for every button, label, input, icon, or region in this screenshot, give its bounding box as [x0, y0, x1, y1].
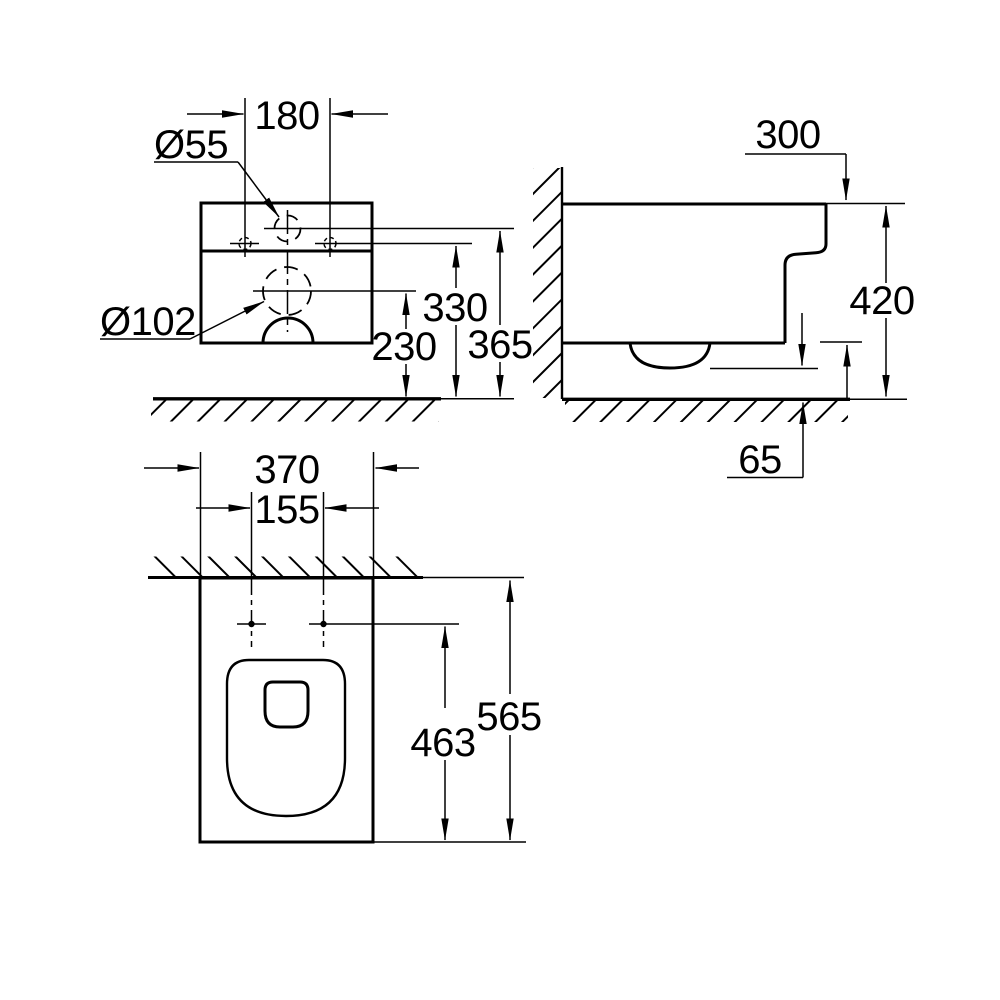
floor-hatch [151, 400, 439, 422]
wall-hatch [152, 556, 418, 577]
dim-300-label: 300 [755, 113, 820, 157]
bowl-outline [225, 658, 347, 818]
dim-65-label: 65 [738, 438, 782, 482]
dim-463-label: 463 [410, 721, 475, 765]
dim-155-label: 155 [254, 488, 319, 532]
floor-hatch [565, 401, 848, 422]
outlet-label-leader [189, 300, 265, 340]
dim-370-label: 370 [254, 448, 319, 492]
dim-330-label: 330 [422, 286, 487, 330]
plan-view: 370 155 463 565 [144, 448, 542, 844]
body-front-edge [783, 204, 828, 343]
body-outline [199, 201, 374, 345]
dim-420-label: 420 [849, 279, 914, 323]
trap-bump-side [628, 342, 712, 370]
wall-hatch [533, 168, 561, 398]
front-view: 180 Ø55 Ø102 230 330 365 [100, 94, 533, 422]
outlet-diameter-label: Ø102 [100, 300, 196, 344]
dim-230-label: 230 [371, 325, 436, 369]
drain-outline [263, 680, 310, 729]
body-outline-plan [198, 576, 375, 844]
side-view: 300 65 420 [533, 113, 915, 482]
dim-565-label: 565 [476, 695, 541, 739]
dim-180-label: 180 [254, 94, 319, 138]
trap-bump-outline [261, 316, 315, 344]
inlet-diameter-label: Ø55 [154, 123, 228, 167]
dim-365-label: 365 [467, 323, 532, 367]
inlet-label-leader [237, 161, 280, 218]
